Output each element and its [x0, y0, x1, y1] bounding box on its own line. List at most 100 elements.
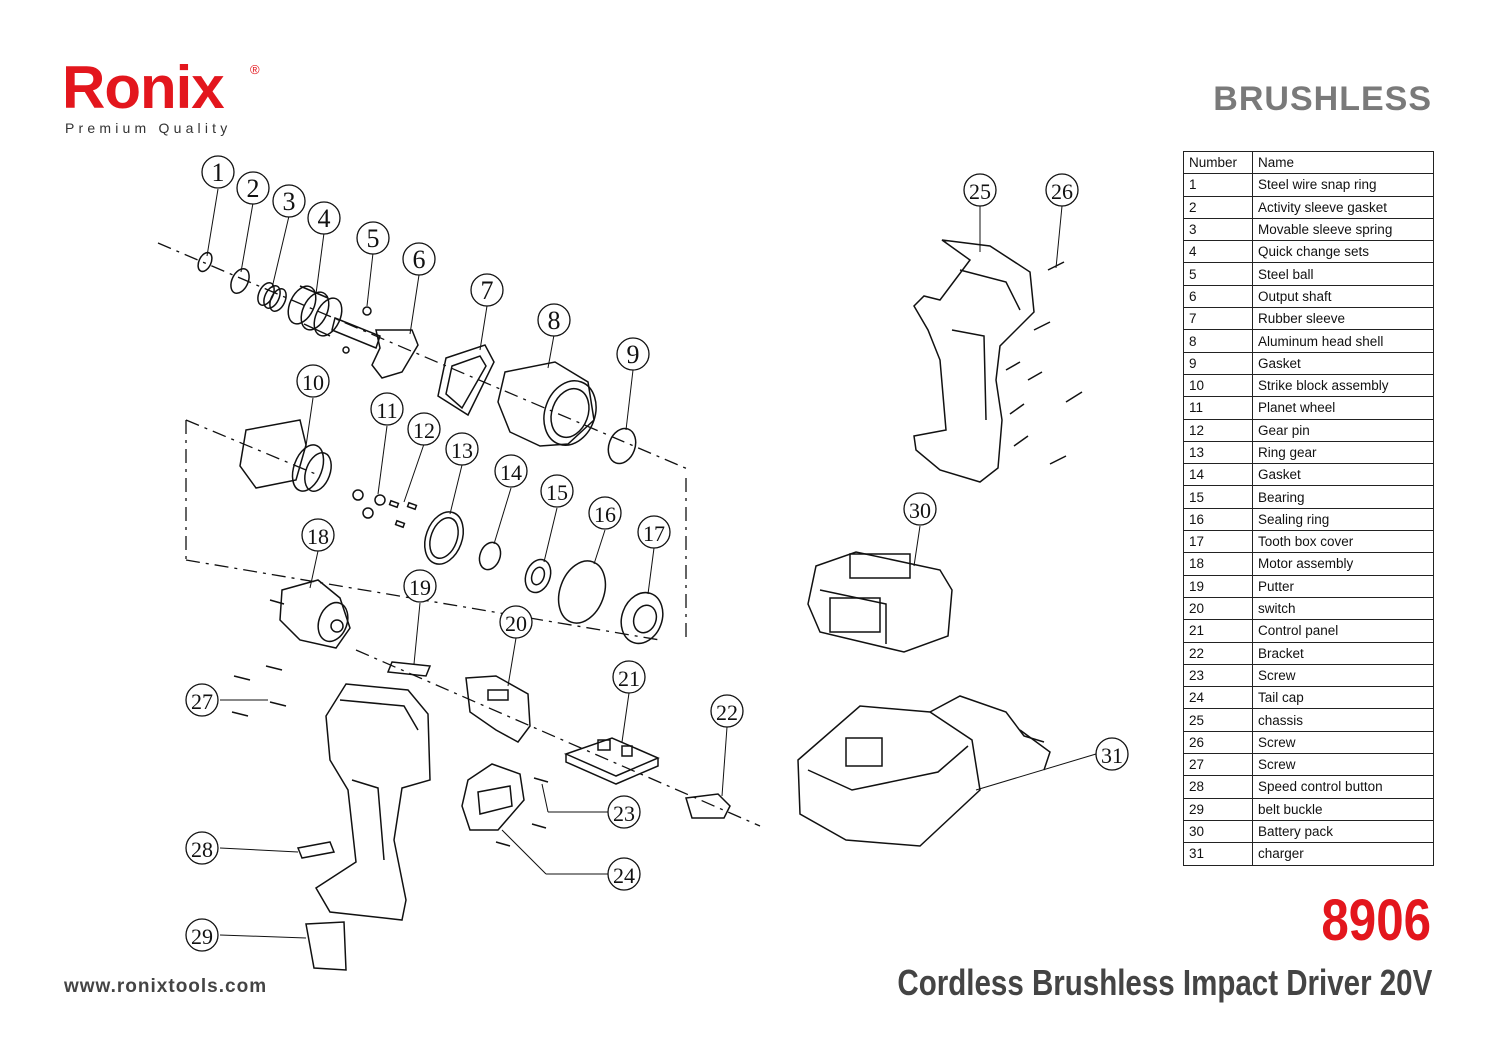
- callout-number: 18: [307, 524, 329, 549]
- part-screw: [495, 777, 549, 847]
- callout-circle: [499, 605, 533, 639]
- callout-circle: [370, 392, 404, 426]
- part-control-panel: [563, 737, 660, 785]
- part-number-cell: 22: [1183, 641, 1253, 665]
- part-number-cell: 19: [1183, 574, 1253, 598]
- callout-circle: [185, 831, 219, 865]
- part-number-cell: 2: [1183, 195, 1253, 219]
- part-output-shaft: [331, 316, 419, 379]
- callout-number: 5: [367, 224, 380, 253]
- callout-number: 9: [627, 340, 640, 369]
- part-tooth-box-cover: [620, 591, 664, 645]
- callout-number: 27: [191, 689, 213, 714]
- callout-number: 12: [413, 418, 435, 443]
- part-gear-pin: [388, 499, 418, 529]
- part-name-cell: Planet wheel: [1252, 396, 1434, 420]
- part-belt-buckle: [305, 921, 347, 971]
- part-name-cell: Gear pin: [1252, 418, 1434, 442]
- part-name-cell: charger: [1252, 842, 1434, 866]
- axis-line: [157, 242, 691, 471]
- part-number-cell: 18: [1183, 552, 1253, 576]
- callout-circle: [445, 432, 479, 466]
- part-number-cell: 15: [1183, 485, 1253, 509]
- callout-circle: [201, 155, 235, 189]
- callout-number: 17: [643, 521, 665, 546]
- part-snap-ring: [197, 251, 213, 273]
- part-name-cell: Bearing: [1252, 485, 1434, 509]
- part-number-cell: 6: [1183, 284, 1253, 309]
- callout-number: 14: [500, 460, 522, 485]
- part-number-cell: 26: [1183, 730, 1253, 755]
- callout-circle: [307, 201, 341, 235]
- part-putter: [386, 661, 432, 677]
- callout-circle: [607, 795, 641, 829]
- part-name-cell: Screw: [1252, 753, 1434, 777]
- callout-circle: [494, 454, 528, 488]
- callout-number: 2: [247, 174, 260, 203]
- part-spring: [257, 281, 287, 313]
- callout-circle: [537, 303, 571, 337]
- column-header-name: Name: [1252, 150, 1434, 175]
- part-name-cell: Ring gear: [1252, 440, 1434, 465]
- part-number-cell: 31: [1183, 842, 1253, 866]
- callout-circle: [616, 337, 650, 371]
- callout-number: 8: [548, 306, 561, 335]
- callout-number: 26: [1051, 179, 1073, 204]
- part-name-cell: Motor assembly: [1252, 552, 1434, 576]
- part-gasket: [230, 267, 250, 295]
- part-number-cell: 1: [1183, 173, 1253, 197]
- part-number-cell: 17: [1183, 530, 1253, 554]
- part-name-cell: Gasket: [1252, 463, 1434, 487]
- part-number-cell: 16: [1183, 507, 1253, 532]
- part-number-cell: 3: [1183, 217, 1253, 242]
- part-name-cell: Quick change sets: [1252, 240, 1434, 264]
- callout-circle: [1045, 173, 1079, 207]
- callout-number: 29: [191, 924, 213, 949]
- part-chassis: [913, 239, 1035, 483]
- part-name-cell: belt buckle: [1252, 797, 1434, 821]
- part-number-cell: 27: [1183, 753, 1253, 777]
- part-charger: [797, 695, 1051, 847]
- callout-circle: [272, 184, 306, 218]
- part-screw: [1005, 261, 1083, 465]
- part-name-cell: Steel wire snap ring: [1252, 173, 1434, 197]
- callout-number: 15: [546, 480, 568, 505]
- callout-number: 25: [969, 179, 991, 204]
- callout-circle: [607, 857, 641, 891]
- callout-circle: [301, 518, 335, 552]
- part-gasket: [607, 427, 637, 465]
- callout-number: 3: [283, 187, 296, 216]
- callout-circle: [403, 569, 437, 603]
- website-link[interactable]: www.ronixtools.com: [64, 976, 268, 997]
- part-housing: [314, 683, 431, 921]
- part-bracket: [685, 793, 731, 819]
- part-switch: [465, 675, 531, 743]
- part-name-cell: Screw: [1252, 730, 1434, 755]
- part-name-cell: Sealing ring: [1252, 507, 1434, 532]
- callout-number: 28: [191, 837, 213, 862]
- part-name-cell: switch: [1252, 596, 1434, 621]
- part-name-cell: Rubber sleeve: [1252, 307, 1434, 331]
- column-header-number: Number: [1183, 150, 1253, 175]
- part-rubber-sleeve: [437, 344, 495, 417]
- part-name-cell: Putter: [1252, 574, 1434, 598]
